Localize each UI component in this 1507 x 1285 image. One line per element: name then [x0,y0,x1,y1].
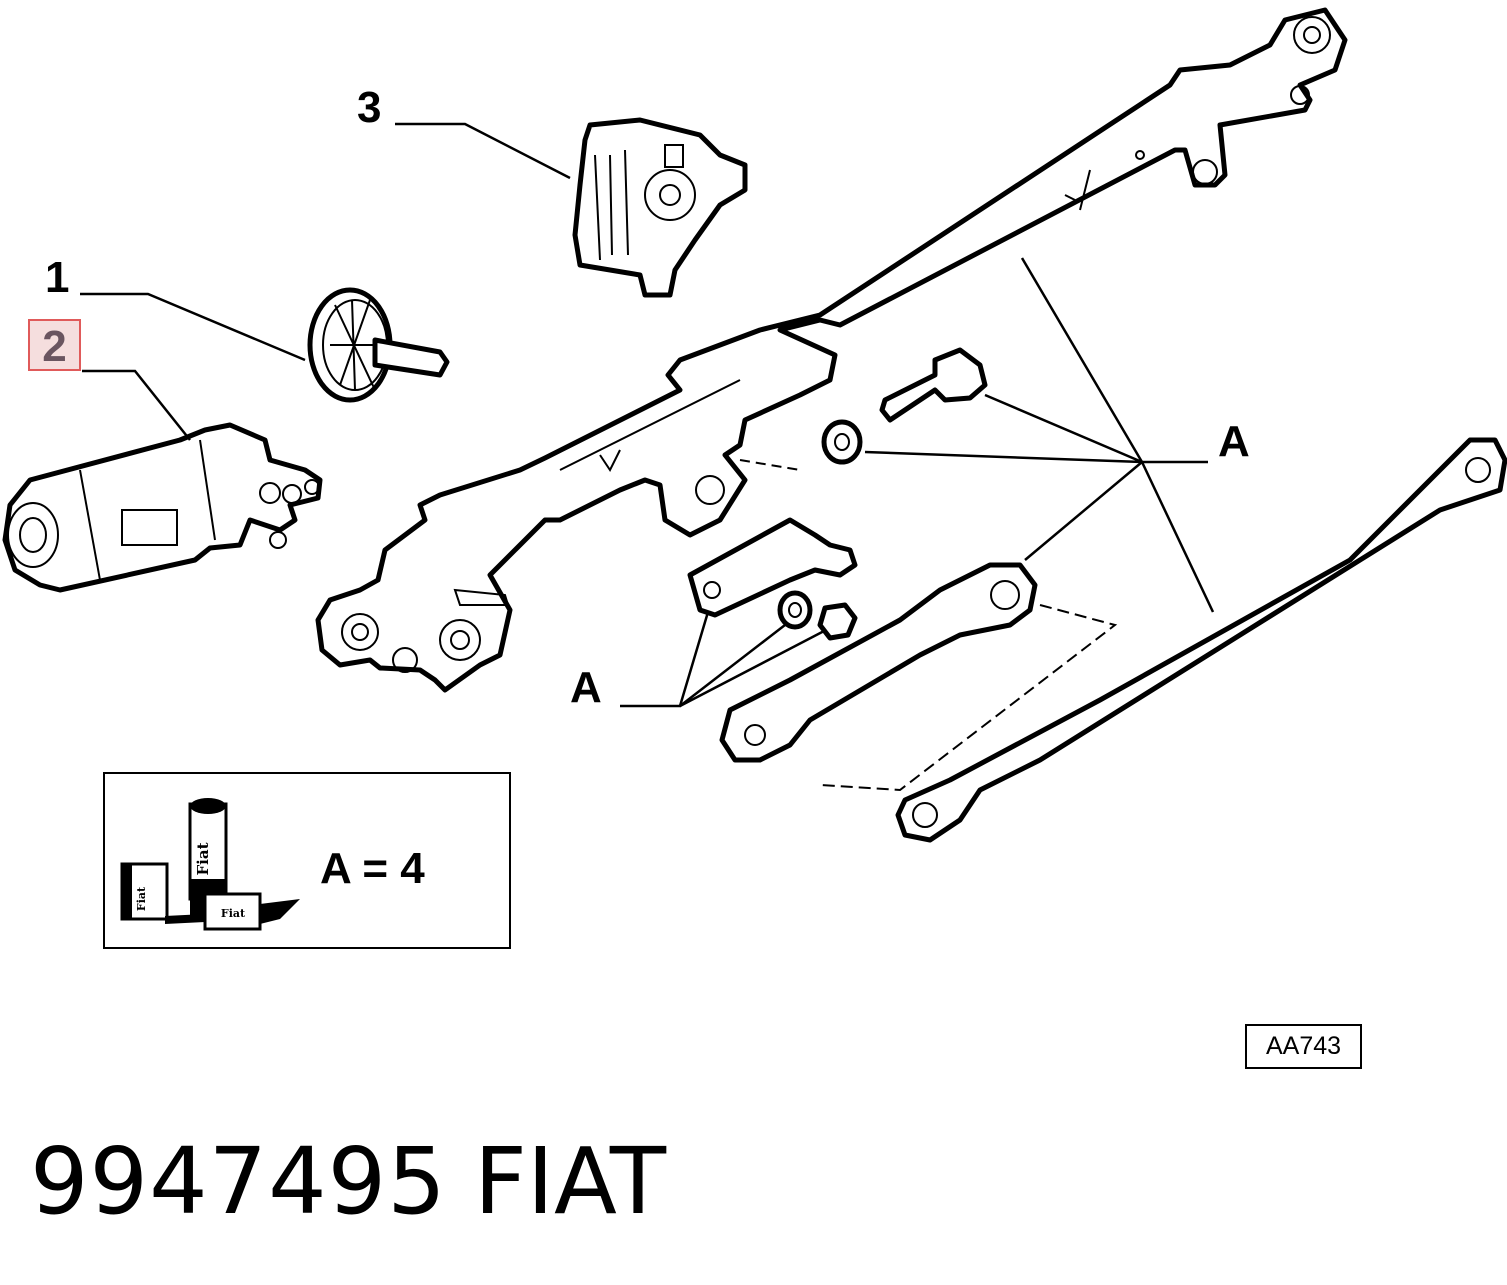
legend-quantity-text: A = 4 [320,844,425,893]
callout-part-2-highlighted[interactable]: 2 [28,319,81,371]
callout-a-upper: A [1218,417,1250,466]
control-unit [572,117,748,298]
gear-wheel [307,287,450,403]
diagram-reference-code: AA743 [1245,1024,1362,1069]
quantity-legend-box: Fiat Fiat Fiat A = 4 [103,772,511,949]
leader-lines [80,122,1215,708]
callout-a-lower: A [570,663,602,712]
callout-part-3: 3 [357,83,382,132]
fasteners [687,347,988,641]
box-label-right: Fiat [221,907,246,920]
wiper-linkage-frame [315,7,1348,693]
link-rods [719,437,1507,843]
callout-part-1: 1 [45,253,70,302]
part-number: 9947495 [30,1128,447,1235]
box-label-left: Fiat [135,886,148,911]
tube-label: Fiat [194,842,212,875]
grease-tube-icon: Fiat Fiat Fiat [120,798,300,931]
wiper-motor [2,422,323,593]
brand-name: FIAT [474,1128,667,1235]
